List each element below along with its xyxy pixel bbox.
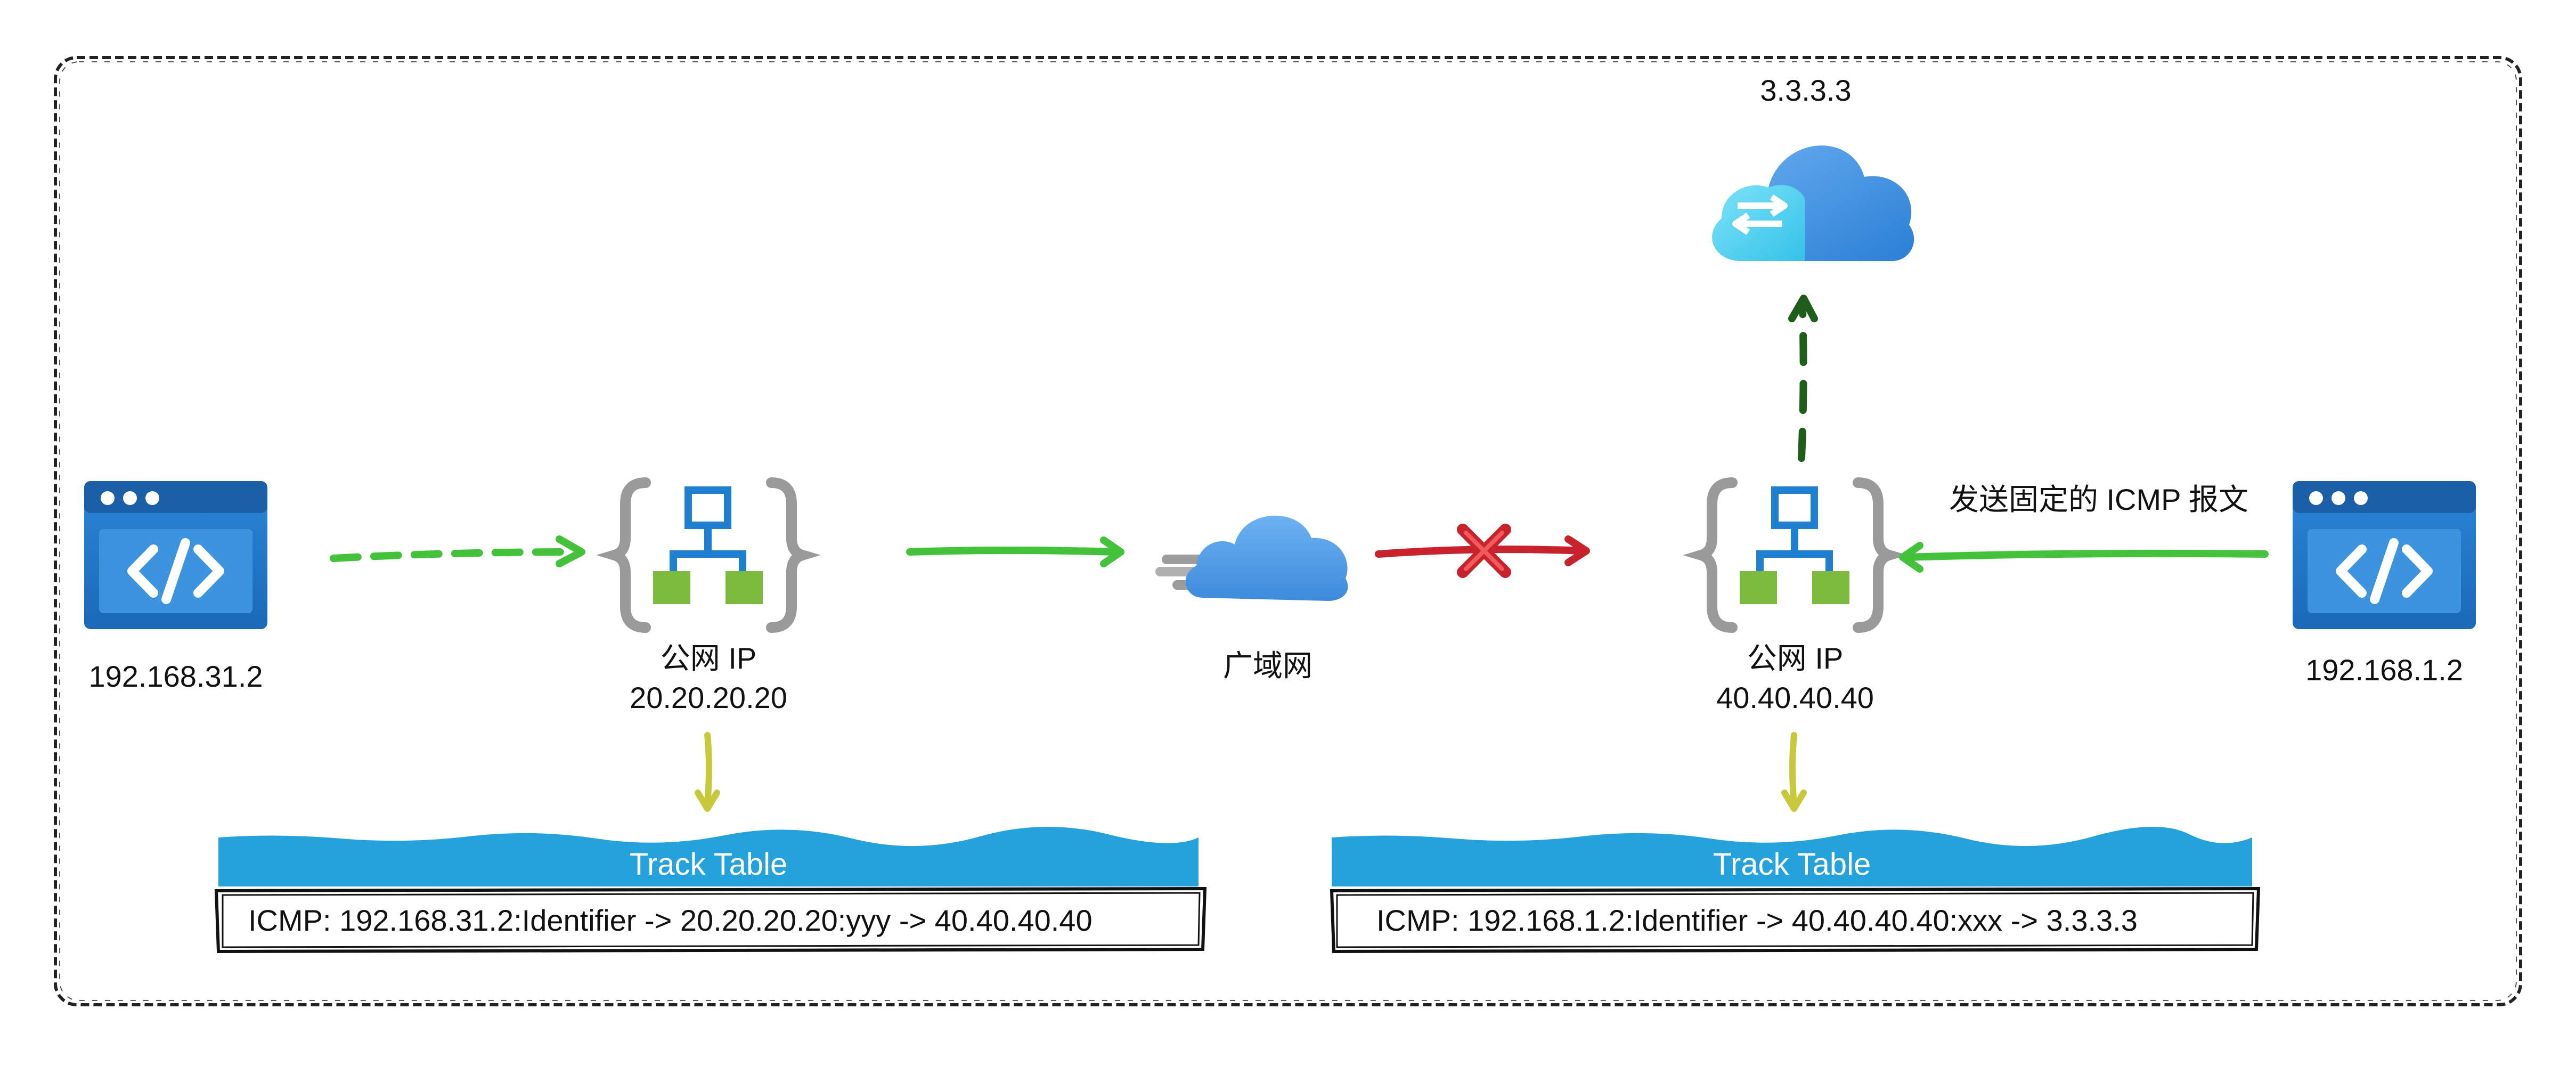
cloud-exchange-icon (1712, 145, 1914, 261)
left-nat-ip: 20.20.20.20 (630, 681, 787, 714)
arrow-client-to-nat (330, 535, 585, 567)
nat-gateway-icon (596, 477, 821, 633)
arrow-nat-to-server (1788, 295, 1818, 462)
track-table-right (1330, 826, 2261, 954)
right-client-ip-label: 192.168.1.2 (2305, 653, 2463, 687)
arrow-nat-to-wan (906, 536, 1124, 567)
boundary-frame (54, 56, 2522, 1006)
boundary-frame-inner (59, 61, 2517, 1001)
arrow-left-nat-to-table (695, 732, 720, 812)
arrow-right-nat-to-table (1781, 732, 1807, 812)
cloud-icon (1155, 515, 1348, 601)
track-table-left-title: Track Table (629, 847, 788, 882)
track-table-right-row: ICMP: 192.168.1.2:Identifier -> 40.40.40… (1376, 904, 2138, 937)
left-client-ip-label: 192.168.31.2 (88, 660, 263, 693)
code-window-icon (84, 481, 267, 629)
right-nat-public-ip-label: 公网 IP (1747, 641, 1844, 675)
track-table-right-title: Track Table (1713, 847, 1871, 882)
server-ip-label: 3.3.3.3 (1760, 74, 1852, 107)
send-icmp-note: 发送固定的 ICMP 报文 (1949, 483, 2249, 516)
code-window-icon (2293, 481, 2476, 629)
track-table-left-row: ICMP: 192.168.31.2:Identifier -> 20.20.2… (248, 904, 1093, 937)
arrow-client-to-right-nat (1899, 542, 2269, 573)
x-mark-icon (1457, 524, 1511, 578)
left-nat-public-ip-label: 公网 IP (660, 641, 757, 675)
track-table-left (214, 826, 1207, 954)
nat-gateway-icon (1683, 477, 1907, 633)
wan-label: 广域网 (1223, 649, 1313, 682)
right-nat-ip: 40.40.40.40 (1716, 681, 1874, 714)
